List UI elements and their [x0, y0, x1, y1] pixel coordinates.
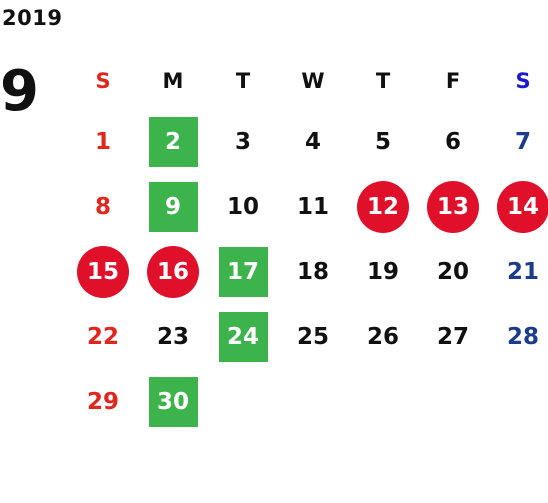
day-cell[interactable]: 8 [68, 174, 138, 239]
day-number: 22 [86, 323, 119, 350]
day-number-highlight: 17 [218, 246, 268, 297]
weekday-header-wednesday: W [301, 68, 325, 93]
day-cell[interactable]: 15 [68, 239, 138, 304]
month-number: 9 [0, 59, 39, 124]
day-cell[interactable]: 6 [418, 109, 488, 174]
day-number: 23 [156, 323, 189, 350]
empty-cell [418, 369, 488, 434]
day-cell[interactable]: 7 [488, 109, 548, 174]
weekday-header-monday: M [162, 68, 184, 93]
day-number-highlight: 13 [427, 180, 479, 233]
empty-cell [488, 369, 548, 434]
day-number: 18 [296, 258, 329, 285]
day-number-highlight: 15 [77, 245, 129, 298]
day-number: 4 [304, 128, 321, 155]
day-number: 8 [94, 193, 111, 220]
day-number: 5 [374, 128, 391, 155]
calendar-grid: S M T W T F S 1 2 3 4 5 6 7 8 9 10 11 12… [68, 52, 548, 442]
day-number-highlight: 14 [497, 180, 548, 233]
weekday-header-sunday: S [95, 68, 111, 93]
day-cell[interactable]: 14 [488, 174, 548, 239]
empty-cell [208, 369, 278, 434]
day-cell[interactable]: 20 [418, 239, 488, 304]
day-cell[interactable]: 12 [348, 174, 418, 239]
day-cell[interactable]: 9 [138, 174, 208, 239]
day-number-highlight: 2 [148, 116, 198, 167]
day-cell[interactable]: 18 [278, 239, 348, 304]
day-number: 20 [436, 258, 469, 285]
day-cell[interactable]: 10 [208, 174, 278, 239]
day-cell[interactable]: 16 [138, 239, 208, 304]
day-number: 28 [506, 323, 539, 350]
day-cell[interactable]: 11 [278, 174, 348, 239]
day-cell[interactable]: 22 [68, 304, 138, 369]
day-cell[interactable]: 19 [348, 239, 418, 304]
day-cell[interactable]: 24 [208, 304, 278, 369]
empty-cell [278, 369, 348, 434]
day-number: 3 [234, 128, 251, 155]
weekday-header-thursday: T [375, 68, 391, 93]
day-number: 10 [226, 193, 259, 220]
day-number: 1 [94, 128, 111, 155]
weekday-header-friday: F [445, 68, 461, 93]
day-number: 21 [506, 258, 539, 285]
day-cell[interactable]: 21 [488, 239, 548, 304]
day-number: 11 [296, 193, 329, 220]
day-number-highlight: 24 [218, 311, 268, 362]
day-number-highlight: 30 [148, 376, 198, 427]
day-cell[interactable]: 1 [68, 109, 138, 174]
day-cell[interactable]: 30 [138, 369, 208, 434]
day-cell[interactable]: 3 [208, 109, 278, 174]
day-number-highlight: 16 [147, 245, 199, 298]
day-number: 19 [366, 258, 399, 285]
weekday-header-saturday: S [515, 68, 531, 93]
day-cell[interactable]: 29 [68, 369, 138, 434]
day-number: 25 [296, 323, 329, 350]
day-cell[interactable]: 4 [278, 109, 348, 174]
day-cell[interactable]: 2 [138, 109, 208, 174]
weekday-header-tuesday: T [235, 68, 251, 93]
day-cell[interactable]: 23 [138, 304, 208, 369]
day-cell[interactable]: 28 [488, 304, 548, 369]
day-cell[interactable]: 27 [418, 304, 488, 369]
day-number: 26 [366, 323, 399, 350]
empty-cell [348, 369, 418, 434]
day-number: 7 [514, 128, 531, 155]
day-cell[interactable]: 26 [348, 304, 418, 369]
day-number-highlight: 12 [357, 180, 409, 233]
day-number: 29 [86, 388, 119, 415]
day-number: 6 [444, 128, 461, 155]
year-label: 2019 [2, 6, 63, 30]
day-cell[interactable]: 17 [208, 239, 278, 304]
day-number: 27 [436, 323, 469, 350]
day-cell[interactable]: 5 [348, 109, 418, 174]
day-cell[interactable]: 25 [278, 304, 348, 369]
day-cell[interactable]: 13 [418, 174, 488, 239]
day-number-highlight: 9 [148, 181, 198, 232]
